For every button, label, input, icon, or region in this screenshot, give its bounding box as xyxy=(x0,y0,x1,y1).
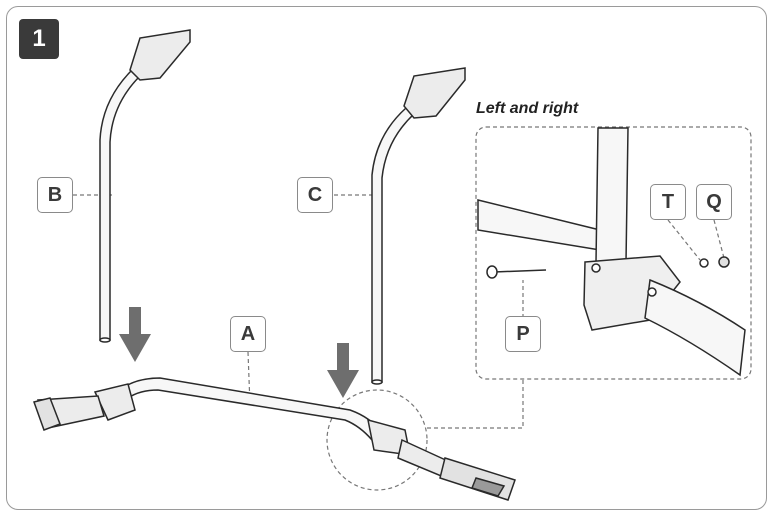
detail-joint-illustration xyxy=(477,127,746,377)
arrow-down-left xyxy=(119,307,151,362)
callout-connector xyxy=(427,378,524,429)
label-q: Q xyxy=(696,184,732,220)
washer-t xyxy=(699,258,709,268)
nut-q xyxy=(718,256,730,268)
part-a-base-bar xyxy=(33,377,516,501)
pin-p-shaft xyxy=(493,269,547,273)
label-c: C xyxy=(297,177,333,213)
callout-circle xyxy=(326,389,428,491)
step-number-badge: 1 xyxy=(19,19,59,59)
leader-line-t xyxy=(667,219,701,261)
part-b-upright xyxy=(99,29,191,343)
label-t: T xyxy=(650,184,686,220)
instruction-panel-frame xyxy=(6,6,767,510)
detail-title: Left and right xyxy=(476,100,579,117)
detail-box xyxy=(475,126,752,380)
label-a: A xyxy=(230,316,266,352)
label-p: P xyxy=(505,316,541,352)
arrow-down-right xyxy=(327,343,359,398)
pin-p-head xyxy=(486,265,498,279)
part-c-upright xyxy=(371,67,466,385)
insertion-arrows xyxy=(119,307,359,398)
leader-line-q xyxy=(713,219,725,259)
label-b: B xyxy=(37,177,73,213)
